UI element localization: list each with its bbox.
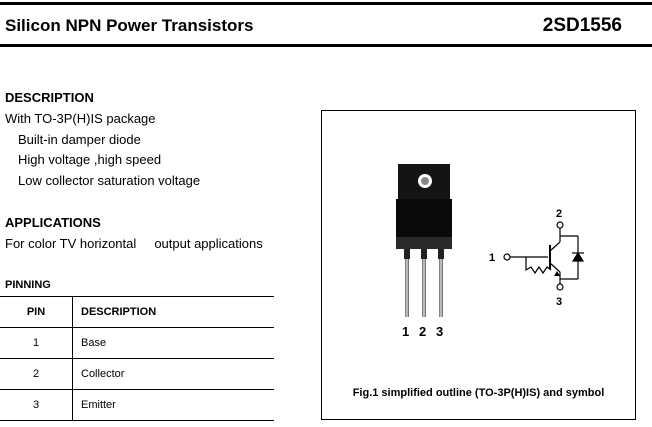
description-line: High voltage ,high speed xyxy=(18,152,162,167)
pin-description: Emitter xyxy=(72,389,274,421)
lead-shoulder-1 xyxy=(404,249,410,259)
pinning-table: PIN DESCRIPTION 1 Base 2 Collector 3 Emi… xyxy=(0,296,274,421)
pinning-heading: PINNING xyxy=(5,279,51,291)
lead-shoulder-2 xyxy=(421,249,427,259)
symbol-emitter-label: 3 xyxy=(556,296,562,308)
pin-column-header: PIN xyxy=(0,296,73,328)
package-pin-label: 1 xyxy=(402,324,409,339)
symbol-base-label: 1 xyxy=(489,252,495,264)
table-row: 1 Base xyxy=(0,327,274,359)
lead-shoulder-3 xyxy=(438,249,444,259)
description-line: With TO-3P(H)IS package xyxy=(5,111,156,126)
lead-2 xyxy=(422,259,426,317)
part-number: 2SD1556 xyxy=(542,15,622,36)
pin-number: 2 xyxy=(0,358,73,390)
header-top-rule xyxy=(0,2,652,5)
header-bottom-rule xyxy=(0,44,652,47)
description-heading: DESCRIPTION xyxy=(5,90,94,105)
lead-1 xyxy=(405,259,409,317)
package-pin-label: 2 xyxy=(419,324,426,339)
doc-title: Silicon NPN Power Transistors xyxy=(5,16,254,35)
emitter-arrow xyxy=(554,271,560,276)
applications-heading: APPLICATIONS xyxy=(5,215,101,230)
description-column-header: DESCRIPTION xyxy=(72,296,274,328)
pin-description: Collector xyxy=(72,358,274,390)
transistor-symbol xyxy=(503,221,585,291)
figure-caption: Fig.1 simplified outline (TO-3P(H)IS) an… xyxy=(352,387,605,399)
table-row: 2 Collector xyxy=(0,358,274,390)
table-row: 3 Emitter xyxy=(0,389,274,421)
description-line: Low collector saturation voltage xyxy=(18,173,201,188)
package-pin-label: 3 xyxy=(436,324,443,339)
description-line: Built-in damper diode xyxy=(18,132,141,147)
pin-number: 1 xyxy=(0,327,73,359)
pin-number: 3 xyxy=(0,389,73,421)
lead-3 xyxy=(439,259,443,317)
package-outline-drawing: 1 2 3 1 2 3 xyxy=(396,164,585,339)
package-body-edge xyxy=(396,237,452,249)
applications-text: For color TV horizontal output applicati… xyxy=(5,236,263,251)
symbol-collector-label: 2 xyxy=(556,208,562,220)
figure-box: 1 2 3 1 2 3 Fig.1 simplified outline (TO… xyxy=(321,110,636,420)
mounting-hole-inner xyxy=(421,177,429,185)
pin-description: Base xyxy=(72,327,274,359)
